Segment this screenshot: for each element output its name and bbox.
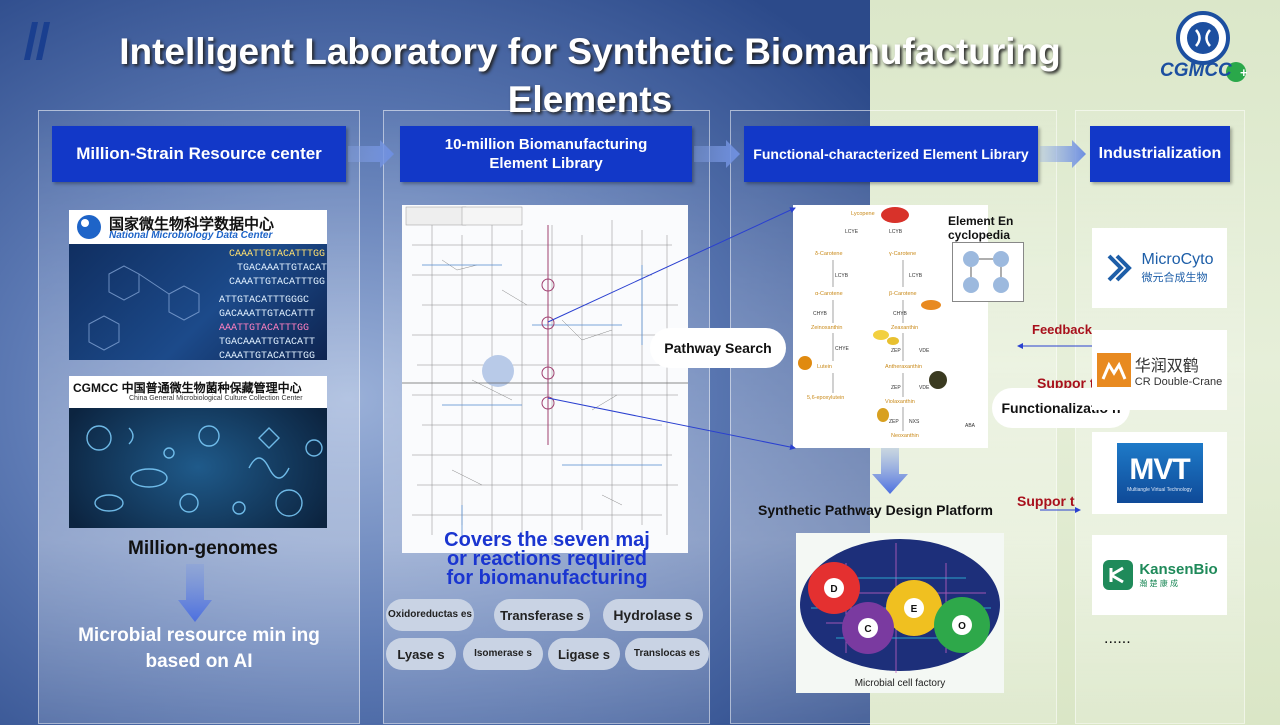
compound-label: β-Carotene bbox=[889, 291, 917, 297]
platform-label: Synthetic Pathway Design Platform bbox=[758, 502, 993, 518]
gear-o-label: O bbox=[958, 621, 966, 632]
enzyme-label: VDE bbox=[919, 348, 930, 354]
header-functional-library: Functional-characterized Element Library bbox=[744, 126, 1038, 182]
enzyme-label: CHYE bbox=[835, 346, 850, 352]
enzyme-label: ZEP bbox=[891, 348, 901, 354]
ndc-image: 国家微生物科学数据中心 National Microbiology Data C… bbox=[69, 210, 327, 360]
million-genomes-label: Million-genomes bbox=[128, 538, 278, 559]
enzyme-label: CHYB bbox=[893, 311, 908, 317]
company-name: MicroCyto bbox=[1141, 251, 1214, 268]
enzyme-oxidoreductases: Oxidoreductas es bbox=[386, 599, 474, 631]
company-subname: 微元合成生物 bbox=[1141, 272, 1208, 284]
enzyme-label: VDE bbox=[919, 385, 930, 391]
compound-label: δ-Carotene bbox=[815, 251, 843, 257]
carotenoid-pathway-image: Lycopene δ-Carotene γ-Carotene α-Caroten… bbox=[793, 205, 988, 448]
encyclopedia-image bbox=[952, 242, 1024, 302]
header-element-library: 10-million Biomanufacturing Element Libr… bbox=[400, 126, 692, 182]
metabolic-map-image bbox=[402, 205, 688, 553]
company-name: KansenBio bbox=[1139, 561, 1218, 578]
support-label: Suppor t bbox=[1037, 375, 1095, 391]
enzyme-label: CHYB bbox=[813, 311, 828, 317]
company-logo-crdoublecrane: 华润双鹤 CR Double-Crane bbox=[1092, 330, 1227, 410]
arrow-right-icon bbox=[1040, 140, 1088, 173]
cell-factory-label: Microbial cell factory bbox=[854, 678, 946, 689]
header-strain-resource: Million-Strain Resource center bbox=[52, 126, 346, 182]
enzyme-label: ZEP bbox=[891, 385, 901, 391]
cgmcc-image: CGMCC 中国普通微生物菌种保藏管理中心 China General Micr… bbox=[69, 376, 327, 528]
covers-text: Covers the seven maj or reactions requir… bbox=[444, 529, 650, 589]
compound-label: Zeaxanthin bbox=[891, 325, 918, 331]
compound-label: Lycopene bbox=[851, 211, 875, 217]
svg-text:+: + bbox=[1240, 65, 1248, 80]
enzyme-label: NXS bbox=[909, 419, 920, 425]
arrow-down-icon bbox=[872, 448, 908, 499]
compound-label: α-Carotene bbox=[815, 291, 843, 297]
enzyme-transferases: Transferase s bbox=[494, 599, 590, 631]
svg-text:CAAATTGTACATTTGG: CAAATTGTACATTTGG bbox=[229, 277, 325, 288]
company-subname: Multiangle Virtual Technology bbox=[1127, 487, 1192, 493]
pathway-search-label: Pathway Search bbox=[650, 328, 786, 368]
gear-c-label: C bbox=[864, 624, 871, 635]
svg-text:CAAATTGTACATTTGG: CAAATTGTACATTTGG bbox=[229, 249, 325, 260]
cgmcc-logo: + CGMCC bbox=[1158, 8, 1248, 90]
svg-text:ATTGTACATTTGGGC: ATTGTACATTTGGGC bbox=[219, 295, 309, 306]
compound-label: Violaxanthin bbox=[885, 399, 915, 405]
svg-text:CAAATTGTACATTTGG: CAAATTGTACATTTGG bbox=[219, 351, 315, 360]
company-subname: CR Double-Crane bbox=[1134, 376, 1223, 388]
svg-text:TGACAAATTGTACATTG: TGACAAATTGTACATTG bbox=[237, 263, 327, 274]
arrow-down-icon bbox=[178, 564, 212, 629]
compound-label: Antheraxanthin bbox=[885, 364, 922, 370]
arrow-right-icon bbox=[694, 140, 742, 173]
enzyme-isomerases: Isomerase s bbox=[463, 638, 543, 670]
feedback-label: Feedback bbox=[1032, 322, 1092, 337]
header-industrialization: Industrialization bbox=[1090, 126, 1230, 182]
page-title: Intelligent Laboratory for Synthetic Bio… bbox=[119, 31, 1061, 120]
enzyme-hydrolases: Hydrolase s bbox=[603, 599, 703, 631]
compound-label: Zeinoxanthin bbox=[811, 325, 843, 331]
enzyme-label: LCYE bbox=[845, 229, 859, 235]
gear-d-label: D bbox=[830, 584, 837, 595]
enzyme-label: LCYB bbox=[835, 273, 849, 279]
support-label: Suppor t bbox=[1017, 493, 1075, 509]
company-logo-microcyto: MicroCyto 微元合成生物 bbox=[1092, 228, 1227, 308]
compound-label: Lutein bbox=[817, 364, 832, 370]
enzyme-ligases: Ligase s bbox=[548, 638, 620, 670]
cell-factory-image: D E C O Microbial cell factory bbox=[796, 533, 1004, 693]
company-name: MVT bbox=[1129, 453, 1190, 486]
ndc-name-en: National Microbiology Data Center bbox=[109, 230, 273, 241]
more-ellipsis: ...... bbox=[1104, 630, 1131, 647]
svg-text:TGACAAATTGTACATT: TGACAAATTGTACATT bbox=[219, 337, 315, 348]
company-logo-kansenbio: KansenBio 瀚 楚 康 成 bbox=[1092, 535, 1227, 615]
company-logo-mvt: MVT Multiangle Virtual Technology bbox=[1092, 432, 1227, 514]
arrow-right-icon bbox=[348, 140, 396, 173]
enzyme-lyases: Lyase s bbox=[386, 638, 456, 670]
ai-mining-label: Microbial resource min ing based on AI bbox=[78, 625, 320, 672]
enzyme-translocases: Translocas es bbox=[625, 638, 709, 670]
company-subname: 瀚 楚 康 成 bbox=[1139, 579, 1178, 588]
gear-e-label: E bbox=[911, 604, 918, 615]
ndc-name-cn: 国家微生物科学数据中心 bbox=[109, 216, 275, 233]
enzyme-label: ZEP bbox=[889, 419, 899, 425]
svg-text:GACAAATTGTACATTT: GACAAATTGTACATTT bbox=[219, 309, 315, 320]
svg-text:AAATTGTACATTTGG: AAATTGTACATTTGG bbox=[219, 323, 309, 334]
company-name: 华润双鹤 bbox=[1134, 358, 1199, 375]
compound-label: γ-Carotene bbox=[889, 251, 916, 257]
compound-label: ABA bbox=[965, 423, 976, 429]
encyclopedia-label: Element En cyclopedia bbox=[948, 214, 1014, 242]
compound-label: 5,6-epoxylutein bbox=[807, 395, 844, 401]
cgmcc-name-en: China General Microbiological Culture Co… bbox=[129, 395, 303, 402]
enzyme-label: LCYB bbox=[909, 273, 923, 279]
compound-label: Neoxanthin bbox=[891, 433, 919, 439]
enzyme-label: LCYB bbox=[889, 229, 903, 235]
cgmcc-name-cn: CGMCC 中国普通微生物菌种保藏管理中心 bbox=[73, 381, 302, 395]
logo-text: CGMCC bbox=[1160, 60, 1232, 81]
